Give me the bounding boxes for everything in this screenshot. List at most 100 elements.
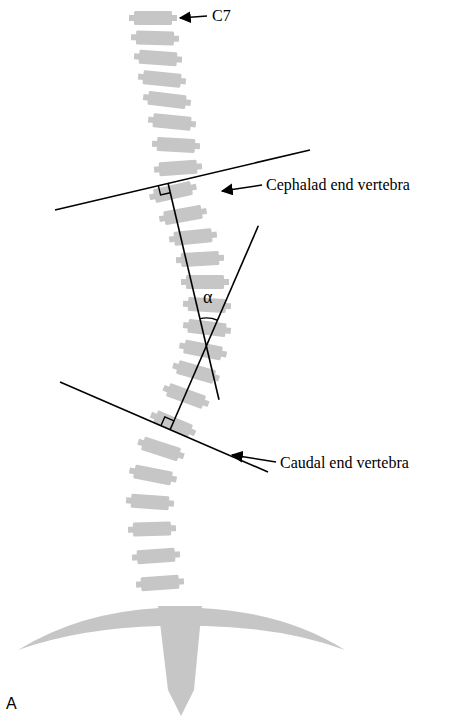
vertebral-body	[139, 50, 178, 67]
transverse-process	[172, 363, 179, 370]
vertebral-body	[133, 465, 173, 486]
vertebra	[158, 204, 208, 226]
transverse-process	[200, 208, 207, 215]
vertebra	[176, 251, 225, 267]
vertebra-label: Caudal end vertebra	[280, 453, 409, 472]
leader-arrow	[180, 16, 207, 18]
endplate-line	[60, 382, 268, 472]
vertebra	[178, 339, 228, 362]
transverse-process	[137, 439, 145, 447]
transverse-process	[225, 327, 232, 334]
angle-arc	[200, 318, 218, 320]
transverse-process	[170, 475, 177, 482]
vertebra	[161, 381, 211, 411]
vertebra-label: Cephalad end vertebra	[266, 175, 410, 194]
transverse-process	[177, 452, 185, 460]
transverse-process	[225, 303, 231, 309]
vertebra	[136, 574, 185, 591]
transverse-process	[128, 527, 134, 533]
vertebral-body	[152, 113, 191, 131]
transverse-process	[202, 399, 210, 407]
angle-symbol: α	[203, 287, 212, 309]
vertebral-body	[136, 30, 174, 45]
vertebra	[154, 159, 203, 176]
transverse-process	[190, 184, 197, 191]
transverse-process	[183, 301, 189, 307]
transverse-process	[136, 581, 142, 587]
perpendicular-line	[170, 226, 258, 430]
transverse-process	[178, 578, 184, 584]
vertebral-column	[126, 11, 232, 592]
leader-arrow	[232, 455, 276, 462]
vertebral-body	[163, 205, 203, 225]
transverse-process	[183, 322, 190, 329]
vertebra-label: C7	[212, 6, 231, 25]
vertebral-body	[131, 494, 170, 511]
vertebra	[171, 359, 221, 386]
transverse-process	[129, 467, 136, 474]
transverse-process	[190, 121, 197, 128]
transverse-process	[196, 163, 202, 169]
transverse-process	[173, 36, 179, 42]
vertebral-body	[159, 160, 198, 177]
vertebral-body	[134, 11, 172, 25]
transverse-process	[169, 236, 176, 243]
transverse-process	[223, 279, 229, 285]
vertebral-body	[141, 436, 181, 461]
vertebra	[181, 275, 229, 289]
vertebral-body	[147, 91, 186, 110]
transverse-process	[188, 428, 196, 436]
vertebra	[129, 11, 177, 25]
transverse-process	[176, 257, 182, 263]
right-angle-mark	[161, 417, 174, 426]
transverse-process	[154, 166, 160, 172]
transverse-process	[126, 497, 132, 503]
vertebra	[134, 49, 183, 66]
transverse-process	[138, 74, 145, 81]
transverse-process	[170, 525, 176, 531]
transverse-process	[180, 78, 187, 85]
transverse-process	[129, 15, 135, 21]
transverse-process	[162, 385, 170, 393]
transverse-process	[131, 34, 137, 40]
vertebra	[147, 113, 196, 132]
vertebral-body	[137, 548, 176, 565]
vertebra	[137, 70, 186, 89]
vertebral-body	[133, 521, 171, 536]
vertebra	[128, 521, 176, 537]
vertebra	[148, 180, 198, 204]
transverse-process	[152, 141, 158, 147]
transverse-process	[174, 551, 180, 557]
leader-arrow	[222, 185, 262, 191]
transverse-process	[218, 255, 224, 261]
sacrum	[158, 606, 202, 716]
transverse-process	[211, 232, 218, 239]
vertebra	[126, 493, 175, 510]
transverse-process	[132, 554, 138, 560]
transverse-process	[176, 56, 182, 62]
vertebra	[168, 228, 217, 247]
vertebra	[128, 464, 178, 487]
transverse-process	[148, 117, 155, 124]
transverse-process	[181, 279, 187, 285]
transverse-process	[168, 500, 174, 506]
vertebra	[152, 137, 201, 153]
transverse-process	[179, 342, 186, 349]
transverse-process	[143, 94, 150, 101]
vertebra	[136, 435, 186, 463]
vertebra	[132, 547, 181, 564]
vertebral-body	[183, 340, 223, 361]
transverse-process	[134, 53, 140, 59]
vertebra	[182, 318, 231, 338]
vertebral-body	[142, 70, 181, 88]
vertebral-body	[153, 181, 193, 203]
transverse-process	[185, 99, 192, 106]
vertebra	[142, 90, 191, 110]
transverse-process	[149, 193, 156, 200]
vertebra	[131, 30, 179, 46]
transverse-process	[220, 350, 227, 357]
vertebral-body	[141, 575, 180, 592]
vertebral-body	[187, 319, 226, 338]
